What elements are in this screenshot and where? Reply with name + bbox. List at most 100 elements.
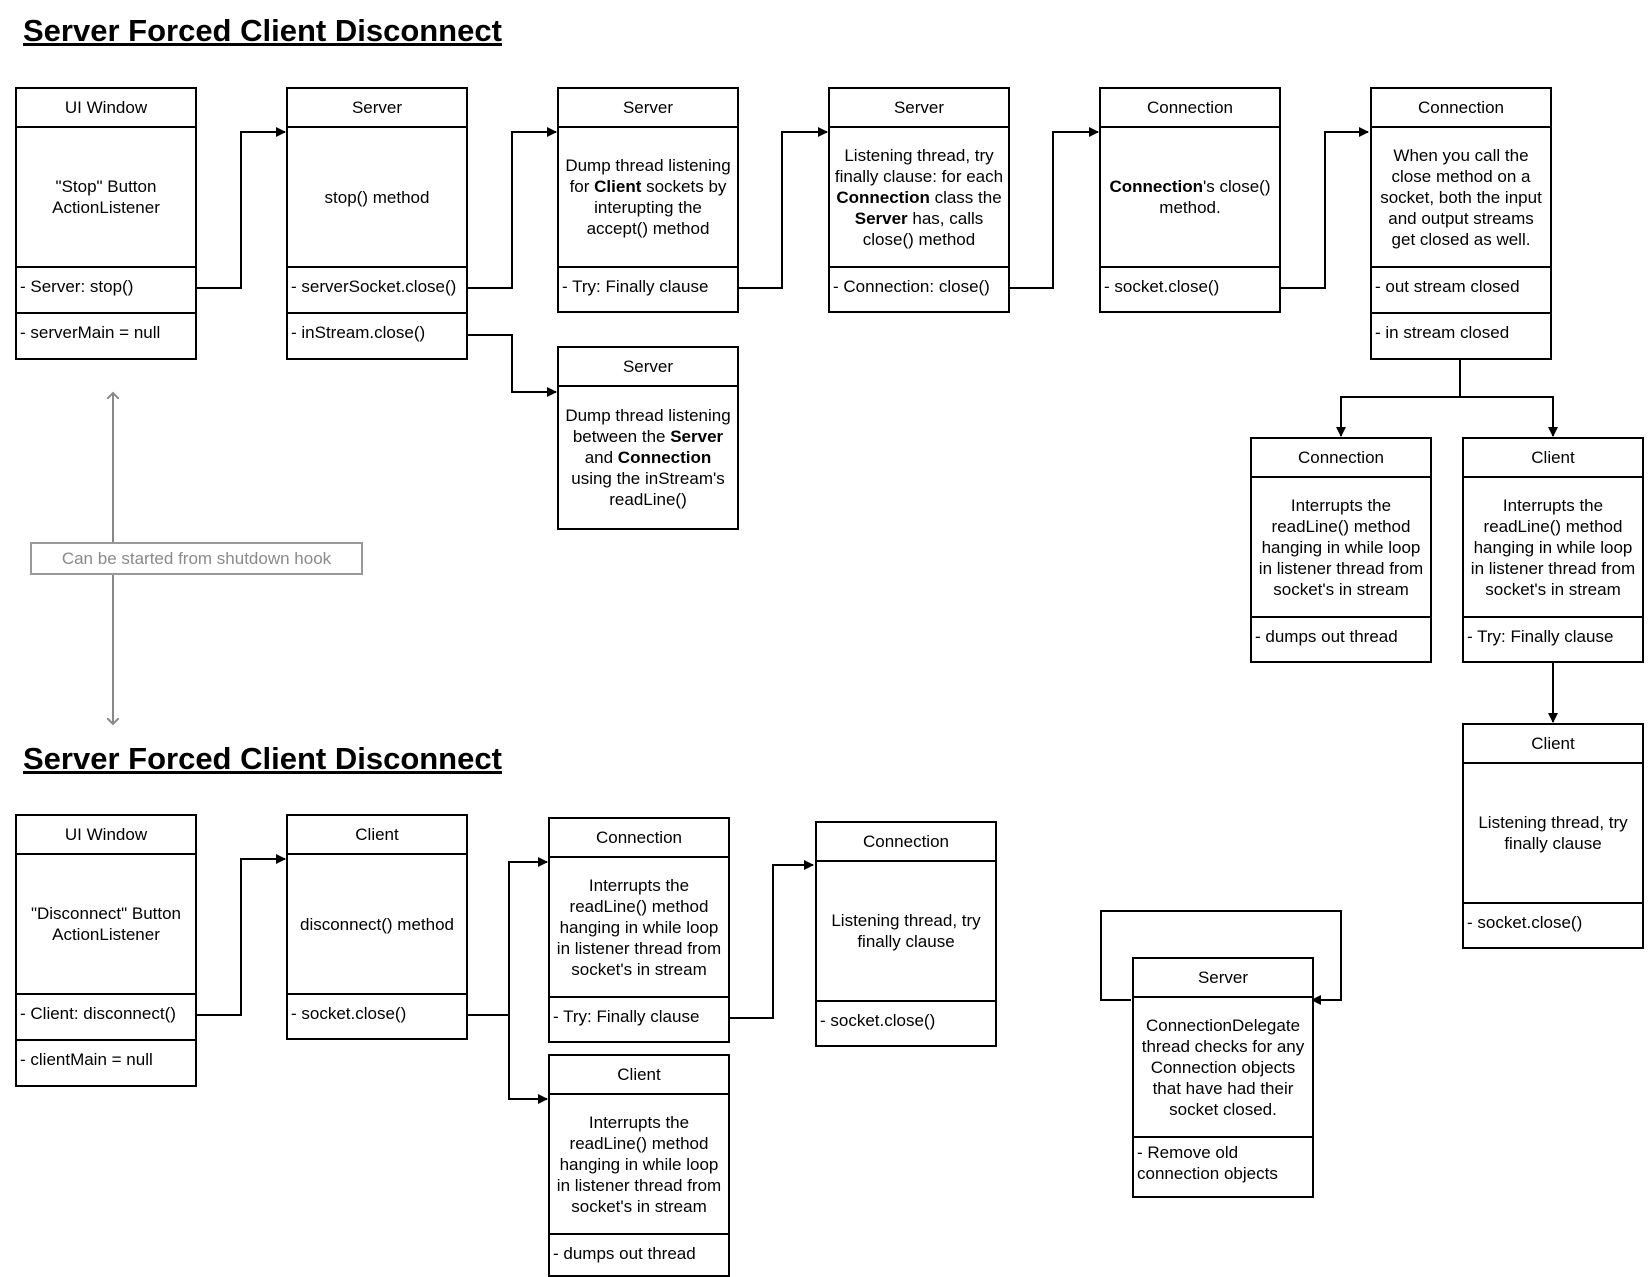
- box-body: Dump thread listening for Client sockets…: [559, 128, 737, 266]
- box-body-text: Connection's close() method.: [1105, 176, 1275, 218]
- connection-interrupt-bottom-box: Connection Interrupts the readLine() met…: [548, 817, 730, 1043]
- box-row: - serverSocket.close(): [288, 266, 466, 312]
- text-fragment: Listening thread, try finally clause: fo…: [834, 145, 1004, 186]
- box-body-text: Dump thread listening between the Server…: [563, 405, 733, 510]
- text-fragment: 's close() method.: [1159, 177, 1271, 217]
- client-interrupt-bottom-box: Client Interrupts the readLine() method …: [548, 1054, 730, 1277]
- box-row: - socket.close(): [1464, 902, 1642, 947]
- shutdown-hook-note: Can be started from shutdown hook: [30, 542, 363, 575]
- bold-term: Connection: [836, 187, 930, 207]
- box-body: stop() method: [324, 187, 430, 207]
- connector-server-to-dump-accept: [467, 127, 557, 289]
- connector-client-to-client: [508, 1015, 548, 1104]
- text-fragment: has, calls close() method: [862, 208, 984, 249]
- box-row: - dumps out thread: [1252, 616, 1430, 661]
- diagram-title-top: Server Forced Client Disconnect: [23, 13, 502, 48]
- connector-client-to-connection: [467, 857, 548, 1016]
- box-row: - Try: Finally clause: [559, 266, 737, 311]
- server-dump-accept-box: Server Dump thread listening for Client …: [557, 87, 739, 313]
- connector-instream-to-dump-readline: [467, 334, 557, 397]
- box-body: Listening thread, try finally clause: [1478, 813, 1628, 853]
- connector-split-left: [1336, 359, 1461, 437]
- bold-term: Server: [670, 427, 724, 446]
- client-disconnect-box: Client disconnect() method - socket.clos…: [286, 814, 468, 1040]
- connection-interrupt-box: Connection Interrupts the readLine() met…: [1250, 437, 1432, 663]
- box-row: - clientMain = null: [17, 1039, 195, 1085]
- box-row: - Remove old connection objects: [1134, 1136, 1312, 1196]
- box-row: - socket.close(): [817, 1000, 995, 1045]
- box-row: - socket.close(): [288, 993, 466, 1038]
- box-header: Server: [288, 89, 466, 128]
- text-fragment: and: [584, 448, 618, 467]
- text-fragment: Dump thread listening between the: [565, 406, 731, 446]
- box-body: Dump thread listening between the Server…: [559, 387, 737, 528]
- bold-term: Client: [594, 177, 642, 196]
- ui-window-stop-box: UI Window "Stop" Button ActionListener -…: [15, 87, 197, 360]
- box-header: Connection: [817, 823, 995, 862]
- box-header: UI Window: [17, 89, 195, 128]
- connector-finally-to-listening: [738, 127, 828, 289]
- box-body: Listening thread, try finally clause: [831, 911, 981, 951]
- box-header: Client: [1464, 439, 1642, 478]
- bold-term: Server: [854, 208, 908, 228]
- connection-listening-bottom-box: Connection Listening thread, try finally…: [815, 821, 997, 1047]
- box-body: "Disconnect" Button ActionListener: [30, 904, 182, 944]
- box-body-text: Listening thread, try finally clause: fo…: [834, 145, 1004, 250]
- box-row: - socket.close(): [1101, 266, 1279, 311]
- box-row: - Try: Finally clause: [1464, 616, 1642, 661]
- box-body: Interrupts the readLine() method hanging…: [556, 875, 722, 979]
- text-fragment: sockets by interupting the accept() meth…: [586, 177, 727, 238]
- text-fragment: using the inStream's readLine(): [571, 469, 725, 509]
- server-connection-delegate-box: Server ConnectionDelegate thread checks …: [1132, 957, 1314, 1198]
- server-dump-readline-box: Server Dump thread listening between the…: [557, 346, 739, 530]
- text-fragment: class the: [929, 187, 1002, 207]
- box-body: disconnect() method: [299, 914, 455, 934]
- box-row: - Client: disconnect(): [17, 993, 195, 1039]
- connector-connection-to-socket-close: [1280, 127, 1369, 289]
- box-row: - in stream closed: [1372, 312, 1550, 358]
- box-row: - Try: Finally clause: [550, 996, 728, 1041]
- text-fragment: Dump thread listening for: [565, 156, 731, 196]
- box-row: - inStream.close(): [288, 312, 466, 358]
- server-stop-box: Server stop() method - serverSocket.clos…: [286, 87, 468, 360]
- box-row: - Server: stop(): [17, 266, 195, 312]
- diagram-title-bottom: Server Forced Client Disconnect: [23, 741, 502, 776]
- box-header: Client: [288, 816, 466, 855]
- box-body: Listening thread, try finally clause: fo…: [830, 128, 1008, 266]
- box-header: Server: [559, 89, 737, 128]
- box-header: Server: [1134, 959, 1312, 998]
- box-header: Client: [550, 1056, 728, 1095]
- box-header: UI Window: [17, 816, 195, 855]
- box-body: Interrupts the readLine() method hanging…: [1470, 495, 1636, 599]
- bold-term: Connection: [617, 448, 712, 467]
- box-body: "Stop" Button ActionListener: [52, 177, 160, 217]
- connection-close-box: Connection Connection's close() method. …: [1099, 87, 1281, 313]
- box-header: Server: [830, 89, 1008, 128]
- box-header: Connection: [1101, 89, 1279, 128]
- box-row: - Connection: close(): [830, 266, 1008, 311]
- box-body: Interrupts the readLine() method hanging…: [556, 1112, 722, 1216]
- bold-term: Connection: [1109, 177, 1204, 196]
- box-header: Client: [1464, 725, 1642, 764]
- connector-listening-to-connection: [1008, 127, 1099, 289]
- server-listening-box: Server Listening thread, try finally cla…: [828, 87, 1010, 313]
- connector-server-self-loop: [1100, 910, 1342, 1005]
- connection-socket-close-box: Connection When you call the close metho…: [1370, 87, 1552, 360]
- box-body: Connection's close() method.: [1101, 128, 1279, 266]
- box-body-text: Dump thread listening for Client sockets…: [563, 155, 733, 239]
- box-row: - serverMain = null: [17, 312, 195, 358]
- connector-ui-to-client: [196, 854, 286, 1016]
- box-header: Connection: [550, 819, 728, 858]
- connector-split-right: [1460, 396, 1558, 437]
- box-header: Connection: [1372, 89, 1550, 128]
- box-body: Interrupts the readLine() method hanging…: [1258, 495, 1424, 599]
- client-listening-box: Client Listening thread, try finally cla…: [1462, 723, 1644, 949]
- box-header: Connection: [1252, 439, 1430, 478]
- connector-ui-to-server: [196, 127, 286, 289]
- box-row: - dumps out thread: [550, 1233, 728, 1275]
- box-body: When you call the close method on a sock…: [1380, 145, 1542, 249]
- ui-window-disconnect-box: UI Window "Disconnect" Button ActionList…: [15, 814, 197, 1087]
- box-row: - out stream closed: [1372, 266, 1550, 312]
- client-interrupt-box: Client Interrupts the readLine() method …: [1462, 437, 1644, 663]
